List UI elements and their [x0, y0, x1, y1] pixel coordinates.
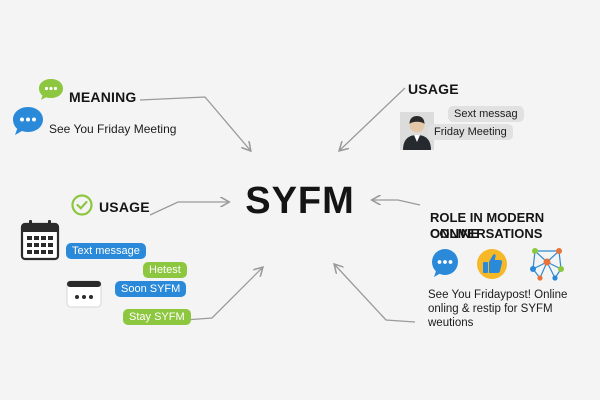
- usage-right-group: USAGE Sext messag Friday Meeting: [398, 78, 548, 158]
- usage-bubble-sext-messag: Sext messag: [448, 106, 524, 122]
- usage-bubble-friday-meeting: Friday Meeting: [428, 124, 513, 140]
- chat-bubble-blue-icon: [13, 107, 43, 135]
- role-text-line3: weutions: [428, 317, 474, 329]
- role-heading-line1: ROLE IN MODERN ONLINE: [430, 210, 545, 241]
- message-window-icon: [66, 280, 102, 308]
- meaning-heading: MEANING: [69, 89, 137, 105]
- chat-bubble-green-icon: [39, 79, 63, 100]
- calendar-icon: [20, 220, 60, 261]
- usage-bubble-stay-syfm: Stay SYFM: [123, 309, 191, 325]
- arrow-bubbles: [184, 268, 262, 321]
- clock-check-icon: [71, 194, 93, 216]
- arrow-usage-left: [149, 202, 228, 216]
- usage-bubble-text-message: Text message: [66, 243, 146, 259]
- chat-bubble-blue-icon-role: [432, 249, 458, 277]
- arrow-role: [373, 200, 421, 206]
- center-title: SYFM: [245, 180, 355, 222]
- usage-left-group: USAGE Text message Hetest Soon SYFM Stay…: [18, 190, 208, 330]
- usage-bubble-soon-syfm: Soon SYFM: [115, 281, 187, 297]
- arrow-meaning: [139, 96, 250, 150]
- usage-bubble-hetest: Hetest: [143, 262, 187, 278]
- role-text-line1: See You Fridaypost! Online: [428, 289, 568, 301]
- person-avatar-icon: [400, 112, 434, 150]
- usage-left-heading: USAGE: [99, 199, 150, 215]
- role-text-line2: onling & restip for SYFM: [428, 303, 553, 315]
- network-icon: [530, 248, 564, 281]
- arrow-usage-right: [340, 87, 406, 150]
- role-heading-line2: CONVERSATIONS: [430, 226, 543, 241]
- meaning-text: See You Friday Meeting: [49, 122, 177, 136]
- arrow-role-bottom: [335, 265, 416, 323]
- usage-right-heading: USAGE: [408, 81, 459, 97]
- meaning-group: MEANING See You Friday Meeting: [12, 78, 202, 140]
- role-group: ROLE IN MODERN ONLINE CONVERSATIONS See …: [428, 208, 596, 348]
- thumbs-up-icon: [477, 249, 507, 279]
